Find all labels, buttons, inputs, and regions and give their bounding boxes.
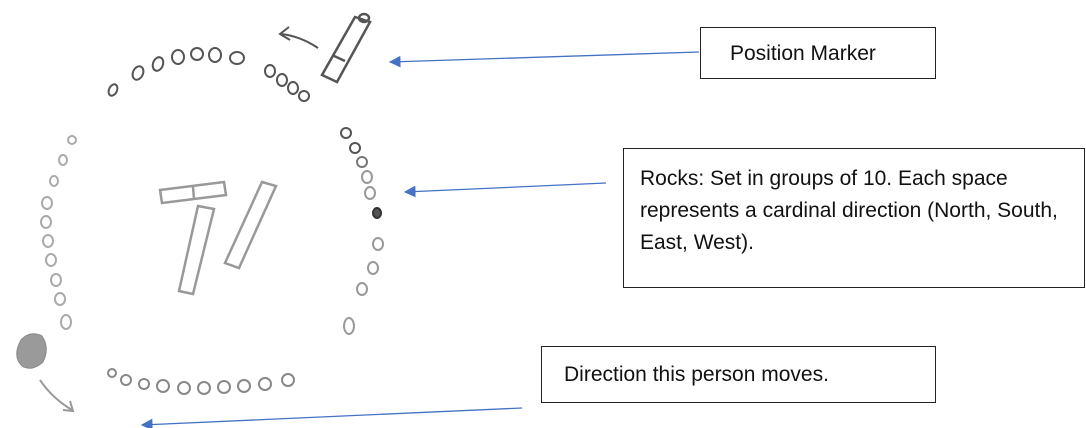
- rock-group-bottom: [107, 368, 295, 395]
- person-figure: [16, 333, 47, 369]
- center-sticks: [158, 180, 278, 296]
- position-marker-stick: [320, 12, 372, 84]
- arrow-rocks: [403, 182, 607, 198]
- callout-direction-text: Direction this person moves.: [564, 363, 829, 386]
- callout-rocks: Rocks: Set in groups of 10. Each space r…: [623, 148, 1085, 288]
- arrow-position-marker: [388, 51, 700, 68]
- rock-group-top: [107, 47, 310, 102]
- callout-position-marker-text: Position Marker: [730, 42, 876, 65]
- callout-position-marker: Position Marker: [700, 27, 936, 79]
- rock-group-left: [40, 135, 77, 330]
- callout-rocks-text: Rocks: Set in groups of 10. Each space r…: [640, 167, 1058, 254]
- movement-arrow-top: [278, 26, 319, 49]
- arrow-direction: [140, 407, 523, 428]
- callout-direction: Direction this person moves.: [541, 346, 936, 403]
- rock-group-right: [340, 127, 384, 335]
- movement-arrow-person: [39, 379, 75, 413]
